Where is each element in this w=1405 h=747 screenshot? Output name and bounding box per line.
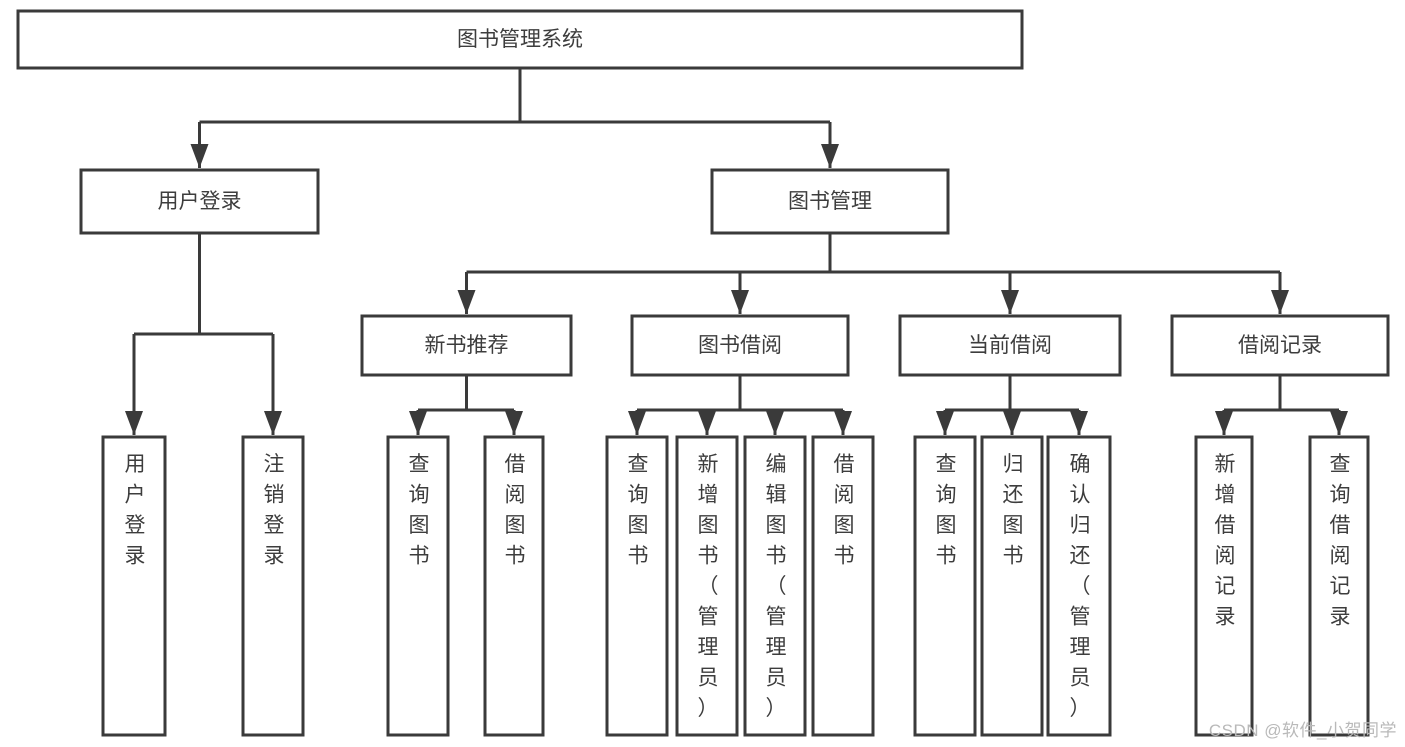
node-leaf-13[interactable]: 查询借阅记录 <box>1308 435 1370 737</box>
node-label: 编辑图书（管理员） <box>766 453 787 720</box>
arrow-head <box>698 411 716 435</box>
arrow-head <box>457 290 476 314</box>
node-rect <box>743 435 807 737</box>
node-leaf-11[interactable]: 确认归还（管理员） <box>1046 435 1112 737</box>
node-rect <box>360 314 573 377</box>
node-rect <box>16 9 1024 70</box>
node-level3-1[interactable]: 新书推荐 <box>360 314 573 377</box>
node-rect <box>241 435 305 737</box>
node-level3-4[interactable]: 借阅记录 <box>1170 314 1390 377</box>
node-rect <box>980 435 1044 737</box>
node-rect <box>1046 435 1112 737</box>
node-label: 归还图书 <box>1003 453 1024 568</box>
node-level3-3[interactable]: 当前借阅 <box>898 314 1122 377</box>
node-rect <box>79 168 320 235</box>
node-layer: 图书管理系统用户登录图书管理新书推荐图书借阅当前借阅借阅记录用户登录注销登录查询… <box>16 9 1390 737</box>
arrow-head <box>766 411 784 435</box>
arrow-head <box>1001 290 1019 314</box>
node-leaf-2[interactable]: 注销登录 <box>241 435 305 737</box>
arrow-head <box>264 411 282 435</box>
arrow-head <box>125 411 143 435</box>
node-label: 新增图书（管理员） <box>698 453 719 720</box>
node-label: 借阅图书 <box>505 453 526 568</box>
connector-layer <box>125 68 1348 435</box>
node-label: 当前借阅 <box>968 334 1052 357</box>
node-leaf-7[interactable]: 编辑图书（管理员） <box>743 435 807 737</box>
node-label: 确认归还（管理员） <box>1070 453 1091 720</box>
arrow-head <box>821 144 839 168</box>
node-label: 新书推荐 <box>425 334 509 357</box>
node-leaf-1[interactable]: 用户登录 <box>101 435 167 737</box>
node-level3-2[interactable]: 图书借阅 <box>630 314 850 377</box>
arrow-head <box>1330 411 1348 435</box>
node-label: 新增借阅记录 <box>1215 453 1236 629</box>
node-leaf-6[interactable]: 新增图书（管理员） <box>675 435 739 737</box>
node-label: 图书管理系统 <box>457 28 583 51</box>
arrow-head <box>190 144 209 168</box>
arrow-head <box>834 411 852 435</box>
node-rect <box>898 314 1122 377</box>
node-rect <box>811 435 875 737</box>
node-level2-1[interactable]: 用户登录 <box>79 168 320 235</box>
node-rect <box>483 435 545 737</box>
arrow-head <box>1003 411 1021 435</box>
watermark-label: CSDN @软件_小贺同学 <box>1208 721 1397 740</box>
node-rect <box>1308 435 1370 737</box>
node-label: 图书管理 <box>788 190 872 213</box>
node-leaf-4[interactable]: 借阅图书 <box>483 435 545 737</box>
node-level2-2[interactable]: 图书管理 <box>710 168 950 235</box>
node-root[interactable]: 图书管理系统 <box>16 9 1024 70</box>
node-rect <box>101 435 167 737</box>
arrow-head <box>731 290 749 314</box>
arrow-head <box>936 411 954 435</box>
node-rect <box>913 435 977 737</box>
node-label: 查询图书 <box>409 453 430 568</box>
arrow-head <box>628 411 646 435</box>
arrow-head <box>409 411 427 435</box>
node-rect <box>675 435 739 737</box>
arrow-head <box>1215 411 1233 435</box>
node-rect <box>605 435 669 737</box>
node-leaf-8[interactable]: 借阅图书 <box>811 435 875 737</box>
arrow-head <box>505 411 523 435</box>
node-label: 用户登录 <box>158 190 242 213</box>
node-rect <box>630 314 850 377</box>
arrow-head <box>1070 411 1088 435</box>
node-label: 借阅图书 <box>834 453 855 568</box>
node-leaf-3[interactable]: 查询图书 <box>386 435 450 737</box>
node-label: 借阅记录 <box>1238 334 1322 357</box>
node-rect <box>710 168 950 235</box>
node-label: 用户登录 <box>125 453 146 568</box>
node-rect <box>1170 314 1390 377</box>
node-rect <box>386 435 450 737</box>
node-label: 查询图书 <box>936 453 957 568</box>
node-label: 图书借阅 <box>698 334 782 357</box>
arrow-head <box>1271 290 1289 314</box>
node-leaf-12[interactable]: 新增借阅记录 <box>1194 435 1254 737</box>
node-label: 查询借阅记录 <box>1330 453 1351 629</box>
node-rect <box>1194 435 1254 737</box>
node-label: 注销登录 <box>264 453 285 568</box>
node-leaf-5[interactable]: 查询图书 <box>605 435 669 737</box>
node-leaf-10[interactable]: 归还图书 <box>980 435 1044 737</box>
node-leaf-9[interactable]: 查询图书 <box>913 435 977 737</box>
node-label: 查询图书 <box>628 453 649 568</box>
